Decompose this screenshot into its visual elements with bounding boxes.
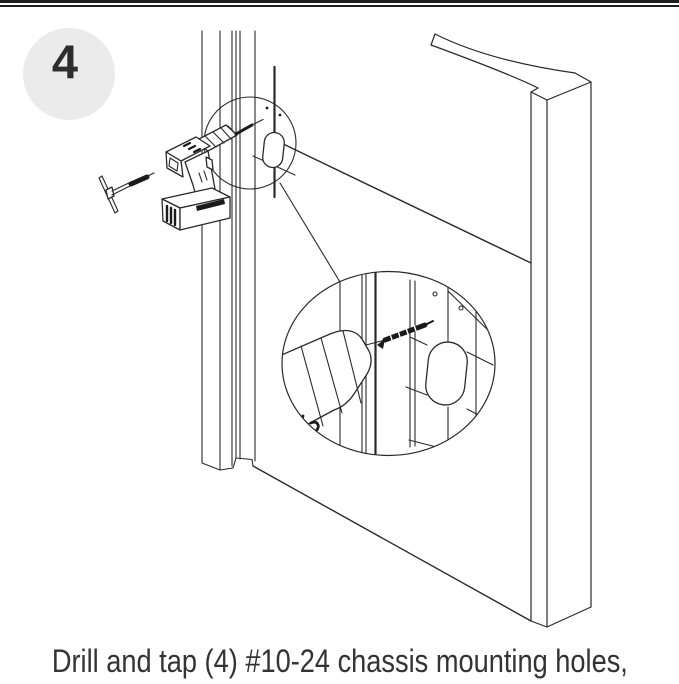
pilot-hole-mark <box>278 113 282 117</box>
magnified-detail-view <box>281 270 496 457</box>
frame-post-right <box>530 72 592 628</box>
magnifier-circle <box>281 270 496 457</box>
panel-edges <box>252 140 532 622</box>
curved-top-rail <box>430 33 576 89</box>
step-number: 4 <box>51 35 79 88</box>
t-handle-tap-wrench <box>98 172 155 214</box>
drill-battery <box>161 187 231 231</box>
drill-bit-magnified <box>365 320 434 349</box>
step-number-badge: 4 <box>23 28 115 120</box>
drill-bit <box>234 118 264 136</box>
callout-leader-line <box>279 182 341 283</box>
step-caption: Drill and tap (4) #10-24 chassis mountin… <box>0 641 679 681</box>
step-caption-text: Drill and tap (4) #10-24 chassis mountin… <box>51 643 628 679</box>
section-divider-rule <box>0 0 679 7</box>
frame-post-left <box>201 30 256 471</box>
tap-bit <box>128 174 150 187</box>
chassis-mounting-slot-magnified <box>425 341 468 406</box>
pilot-hole-mark <box>265 106 269 110</box>
cordless-drill <box>161 118 264 231</box>
drill-trigger <box>205 156 214 171</box>
chassis-mounting-slot <box>262 131 285 169</box>
